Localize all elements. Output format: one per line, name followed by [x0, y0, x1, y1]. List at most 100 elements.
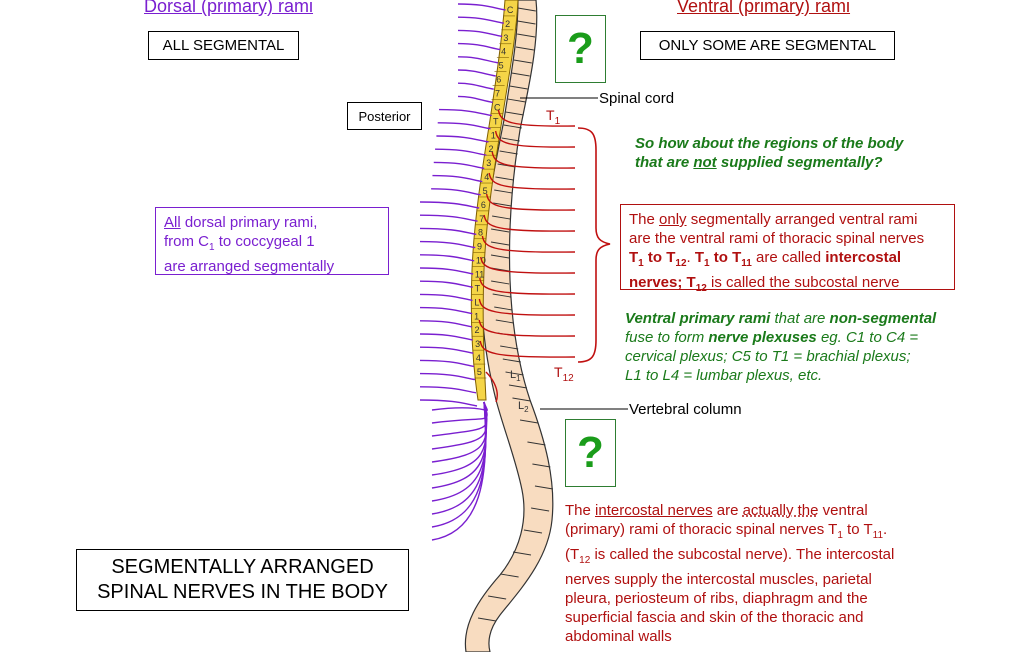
- dorsal-ramus: [436, 135, 489, 143]
- dorsal-ramus: [439, 108, 492, 117]
- ventral-ramus: [494, 130, 576, 148]
- vertebra-divider: [517, 33, 536, 38]
- vertebra-divider: [507, 98, 526, 103]
- cord-segment-label: 3: [475, 339, 480, 349]
- all-segmental-label: ALL SEGMENTAL: [162, 37, 285, 54]
- l1-label: L1: [510, 369, 521, 384]
- question-note: So how about the regions of the body tha…: [635, 134, 903, 172]
- cord-segment-label: 7: [479, 214, 484, 224]
- cord-segment-label: 3: [503, 33, 508, 43]
- ventral-ramus: [478, 298, 576, 316]
- vertebra-divider: [503, 124, 522, 129]
- dorsal-rami: [419, 3, 506, 541]
- cord-segment-label: 4: [476, 353, 481, 363]
- dorsal-ramus: [457, 69, 496, 77]
- vertebral-column-label: Vertebral column: [629, 401, 742, 418]
- posterior-box: Posterior: [347, 102, 422, 130]
- cord-segment-label: 9: [477, 242, 482, 252]
- vertebra-divider: [491, 228, 510, 233]
- dorsal-note-line1: All dorsal primary rami,: [164, 214, 318, 231]
- dorsal-ramus: [457, 82, 494, 90]
- question-mark-bottom: ?: [577, 428, 604, 477]
- plexus-note-line1: Ventral primary rami that are non-segmen…: [625, 310, 937, 327]
- intercostal-note-line2: (primary) rami of thoracic spinal nerves…: [565, 521, 888, 541]
- cord-segment-label: 11: [475, 270, 484, 280]
- dorsal-ramus: [457, 95, 493, 104]
- cord-segment-label: 7: [495, 88, 500, 98]
- vertebra-divider: [531, 507, 550, 512]
- only-note-line4: nerves; T12 is called the subcostal nerv…: [629, 274, 900, 294]
- cord-segment-label: 3: [486, 158, 491, 168]
- dorsal-ramus: [419, 280, 473, 288]
- cord-segment-label: 2: [505, 19, 510, 29]
- ventral-ramus: [481, 235, 576, 253]
- vertebra-divider: [501, 137, 520, 142]
- vertebra-divider: [495, 176, 514, 181]
- dorsal-ramus: [419, 214, 478, 222]
- ventral-ramus: [478, 319, 576, 337]
- cord-segment-label: L: [474, 297, 479, 307]
- vertebra-divider: [505, 111, 524, 116]
- vertebra-divider: [508, 384, 528, 389]
- vertebra-divider: [517, 20, 536, 25]
- vertebra-divider: [477, 617, 497, 622]
- intercostal-note-line6: superficial fascia and skin of the thora…: [565, 609, 864, 626]
- segmental-title-box: SEGMENTALLY ARRANGED SPINAL NERVES IN TH…: [76, 549, 409, 611]
- vertebra-divider: [500, 345, 519, 350]
- ventral-ramus: [497, 109, 576, 127]
- cord-segment-label: 8: [478, 228, 483, 238]
- dorsal-note-box: All dorsal primary rami, from C1 to cocc…: [155, 207, 389, 275]
- cord-segment-label: 5: [477, 367, 482, 377]
- dorsal-ramus: [419, 240, 476, 249]
- segmental-title-line2: SPINAL NERVES IN THE BODY: [97, 581, 388, 603]
- only-note-line1: The only segmentally arranged ventral ra…: [629, 211, 918, 228]
- dorsal-ramus: [457, 16, 504, 24]
- vertebra-divider: [490, 241, 510, 246]
- dorsal-ramus: [419, 386, 477, 394]
- cord-segment-label: 6: [496, 75, 501, 85]
- vertebra-divider: [493, 202, 512, 207]
- only-some-segmental-box: ONLY SOME ARE SEGMENTAL: [640, 31, 895, 60]
- intercostal-note: The intercostal nerves are actually the …: [565, 501, 894, 646]
- plexus-note-line4: L1 to L4 = lumbar plexus, etc.: [625, 367, 823, 384]
- posterior-label: Posterior: [358, 108, 411, 124]
- spinal-cord-label: Spinal cord: [599, 90, 675, 107]
- t12-label: T12: [554, 364, 574, 384]
- cord-segment-label: 2: [474, 325, 479, 335]
- dorsal-ramus: [431, 401, 488, 424]
- ventral-ramus: [479, 340, 576, 358]
- dorsal-ramus: [457, 3, 506, 11]
- ventral-ramus: [485, 371, 498, 403]
- cord-segment-label: T: [493, 116, 499, 126]
- vertebra-divider: [527, 441, 546, 446]
- vertebra-divider: [523, 529, 543, 534]
- ventral-rami: [478, 109, 576, 403]
- dorsal-ramus: [433, 161, 485, 170]
- cord-segment-label: 4: [501, 47, 506, 57]
- cord-segment-label: C: [494, 102, 501, 112]
- l2-label: L2: [518, 400, 529, 415]
- cord-segment-label: 5: [499, 61, 504, 71]
- question-box-bottom: ?: [565, 419, 616, 487]
- cord-segment-label: 10: [476, 256, 486, 266]
- ventral-ramus: [480, 256, 576, 274]
- cord-segment-label: 5: [483, 186, 488, 196]
- intercostal-note-line5: pleura, periosteum of ribs, diaphragm an…: [565, 590, 868, 607]
- dorsal-ramus: [419, 359, 475, 368]
- vertebra-divider: [494, 306, 513, 311]
- cord-segment-label: 4: [484, 172, 489, 182]
- dorsal-ramus: [419, 227, 477, 236]
- vertebra-divider: [511, 72, 530, 77]
- vertebra-divider: [512, 551, 532, 556]
- intercostal-note-line4: nerves supply the intercostal muscles, p…: [565, 571, 872, 588]
- ventral-ramus: [491, 151, 576, 169]
- only-some-segmental-label: ONLY SOME ARE SEGMENTAL: [658, 37, 877, 54]
- vertebra-divider: [509, 85, 528, 90]
- vertebra-divider: [502, 358, 521, 363]
- ventral-ramus: [483, 214, 576, 232]
- dorsal-ramus: [419, 399, 478, 407]
- vertebra-divider: [500, 573, 519, 578]
- vertebra-divider: [492, 215, 511, 220]
- spinal-cord: [470, 0, 519, 401]
